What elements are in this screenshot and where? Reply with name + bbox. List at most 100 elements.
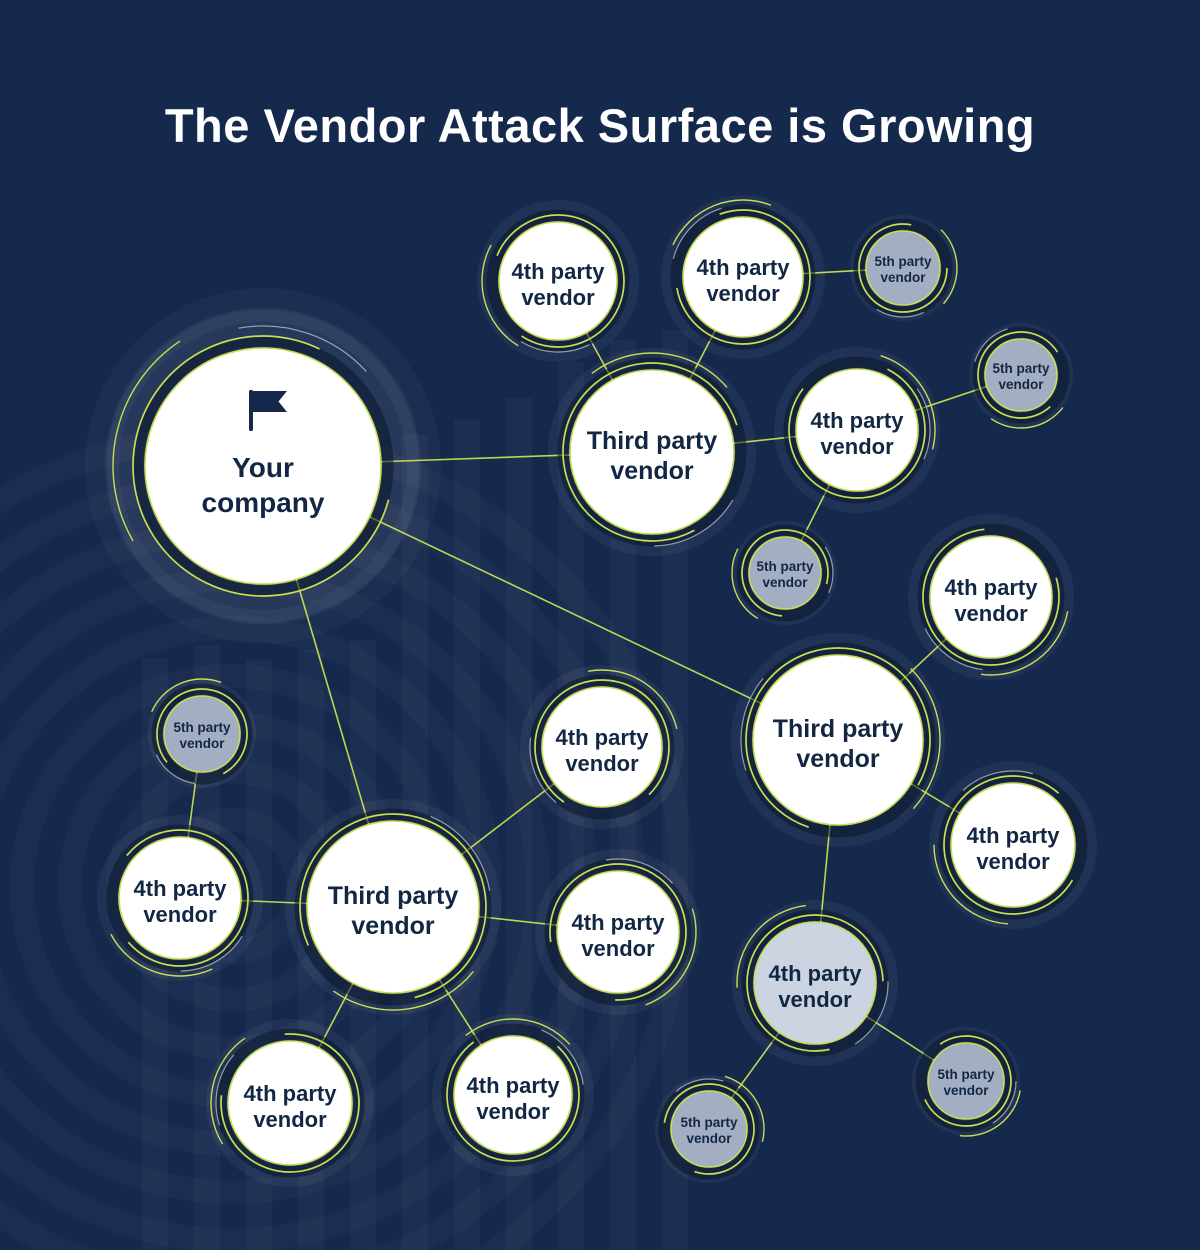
node-circle [748,536,822,610]
node-circle [929,535,1053,659]
white-arc [783,356,931,504]
white-arc [938,770,1088,920]
accent-arc-outer [112,315,414,617]
accent-arc-outer [665,199,821,355]
white-arc [915,1030,1017,1132]
page-title: The Vendor Attack Surface is Growing [164,99,1036,152]
node-circle [950,782,1076,908]
node-circle [569,369,735,535]
white-arc [122,325,404,607]
node-circle [795,368,919,492]
accent-arc [446,1028,580,1162]
node-circle [227,1040,353,1166]
node-circle [556,870,680,994]
accent-arc [943,775,1083,915]
white-arc [740,642,936,838]
accent-arc-outer [210,1023,370,1183]
node-circle [118,836,242,960]
accent-arc-outer [910,1025,1022,1137]
accent-arc [746,914,884,1052]
accent-arc [675,209,811,345]
node-circle [682,216,804,338]
white-arc [529,674,675,820]
node-circle [752,654,924,826]
accent-arc [745,647,931,833]
white-arc [917,523,1065,671]
accent-arc [922,528,1060,666]
accent-arc [132,335,394,597]
accent-arc-outer [735,637,941,843]
accent-arc-outer [653,1073,765,1185]
accent-arc-outer [912,518,1070,676]
white-arc [215,1028,365,1178]
white-arc [106,824,254,972]
accent-arc-outer [481,204,635,358]
node-circle [753,921,877,1045]
accent-arc [156,688,248,780]
white-arc [294,808,492,1006]
accent-arc [549,863,687,1001]
node-circle [927,1042,1005,1120]
white-arc [972,326,1070,424]
accent-arc [111,829,249,967]
flag-icon [249,390,287,431]
accent-arc-outer [436,1018,590,1172]
node-circle [865,230,941,306]
node-circle [144,347,382,585]
white-arc [670,204,816,350]
accent-arc-outer [933,765,1093,925]
white-arc [441,1023,585,1167]
node-circle [453,1035,573,1155]
accent-arc [562,362,742,542]
white-arc [151,683,253,785]
accent-arc [534,679,670,815]
accent-arc [920,1035,1012,1127]
accent-arc [858,223,948,313]
accent-arc-outer [146,678,258,790]
node-circle [670,1090,748,1168]
accent-arc [741,529,829,617]
node-circle [163,695,241,773]
accent-arc-outer [731,519,839,627]
node-dark-ring [132,335,394,597]
accent-arc-outer [524,669,680,825]
white-arc [557,357,747,547]
accent-arc [977,331,1065,419]
accent-arc-outer [778,351,936,509]
accent-arc [491,214,625,348]
white-arc [658,1078,760,1180]
node-circle [541,686,663,808]
